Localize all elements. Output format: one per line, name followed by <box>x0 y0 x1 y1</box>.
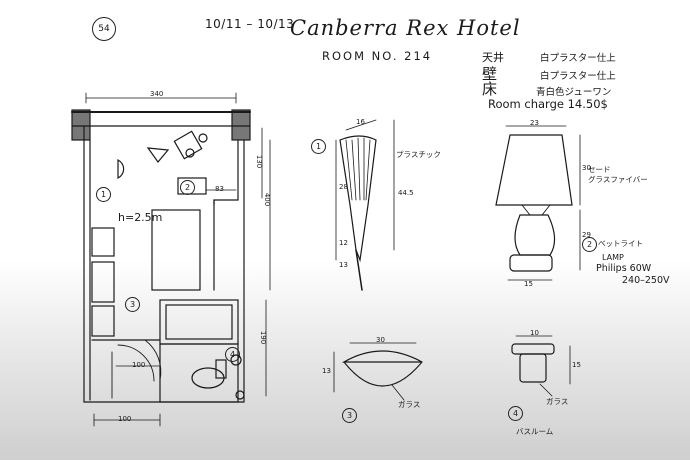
room-number: ROOM NO. 214 <box>322 49 433 63</box>
bed-lamp-shade-note: セード グラスファイバー <box>588 165 648 184</box>
plan-marker-1: 1 <box>96 187 111 202</box>
plan-marker-3: 3 <box>125 297 140 312</box>
bed-lamp-label: ベットライト <box>598 239 643 248</box>
bed-lamp-dim-width: 15 <box>524 280 533 288</box>
fixture-1-marker: 1 <box>311 139 326 154</box>
bed-lamp-voltage: 240–250V <box>622 275 670 286</box>
finish-ceiling-label: 天井 <box>482 51 504 64</box>
fixture-4-marker: 4 <box>508 406 523 421</box>
page-number: 54 <box>92 17 116 41</box>
finish-ceiling-value: 白プラスター仕上 <box>540 53 616 64</box>
stay-dates: 10/11 – 10/13 <box>205 17 295 31</box>
ceiling-light-drawing <box>333 342 423 401</box>
wall-light-dim-b: 13 <box>339 261 348 269</box>
bed-lamp-spec: LAMP <box>602 253 624 262</box>
bed-lamp-bulb: Philips 60W <box>596 263 652 274</box>
plan-dim-100-bottom: 100 <box>118 415 132 423</box>
wall-light-drawing <box>335 119 395 291</box>
plan-dim-130: 130 <box>255 154 264 169</box>
plan-dim-100-bath: 100 <box>132 361 146 369</box>
bed-lamp-dim-base: 29 <box>582 231 591 239</box>
plan-marker-4: 4 <box>225 347 240 362</box>
bath-light-drawing <box>511 335 571 397</box>
plan-dim-190: 190 <box>259 330 268 345</box>
hotel-name: Canberra Rex Hotel <box>290 16 521 40</box>
finish-wall-value: 白プラスター仕上 <box>540 71 616 82</box>
bed-lamp-dim-shade: 30 <box>582 164 591 172</box>
finish-floor-value: 青白色ジューワン <box>536 87 612 98</box>
wall-light-note: プラスチック <box>396 150 441 159</box>
plan-width-dim: 340 <box>150 90 164 98</box>
bath-light-dim-w: 10 <box>530 329 539 337</box>
wall-light-dim-length: 44.5 <box>398 189 414 197</box>
ceiling-light-material: ガラス <box>398 400 421 409</box>
plan-dim-83: 83 <box>215 185 224 193</box>
bed-lamp-drawing <box>495 125 581 281</box>
fixture-3-marker: 3 <box>342 408 357 423</box>
finish-wall-label: 壁 <box>482 65 498 83</box>
room-charge: Room charge 14.50$ <box>488 97 608 111</box>
wall-light-dim-c: 28 <box>339 183 348 191</box>
floor-plan <box>71 92 271 427</box>
plan-marker-2: 2 <box>180 180 195 195</box>
wall-light-dim-top: 16 <box>356 118 365 126</box>
bath-light-material: ガラス <box>546 397 569 406</box>
ceiling-height: h=2.5m <box>118 211 163 224</box>
bed-lamp-dim-top: 23 <box>530 119 539 127</box>
wall-light-dim-a: 12 <box>339 239 348 247</box>
bath-light-label: バスルーム <box>516 427 554 436</box>
finish-floor-label: 床 <box>482 80 498 98</box>
bath-light-dim-h: 15 <box>572 361 581 369</box>
fixture-2-marker: 2 <box>582 237 597 252</box>
ceiling-light-dim-w: 30 <box>376 336 385 344</box>
ceiling-light-dim-h: 13 <box>322 367 331 375</box>
plan-dim-400: 400 <box>263 192 272 207</box>
